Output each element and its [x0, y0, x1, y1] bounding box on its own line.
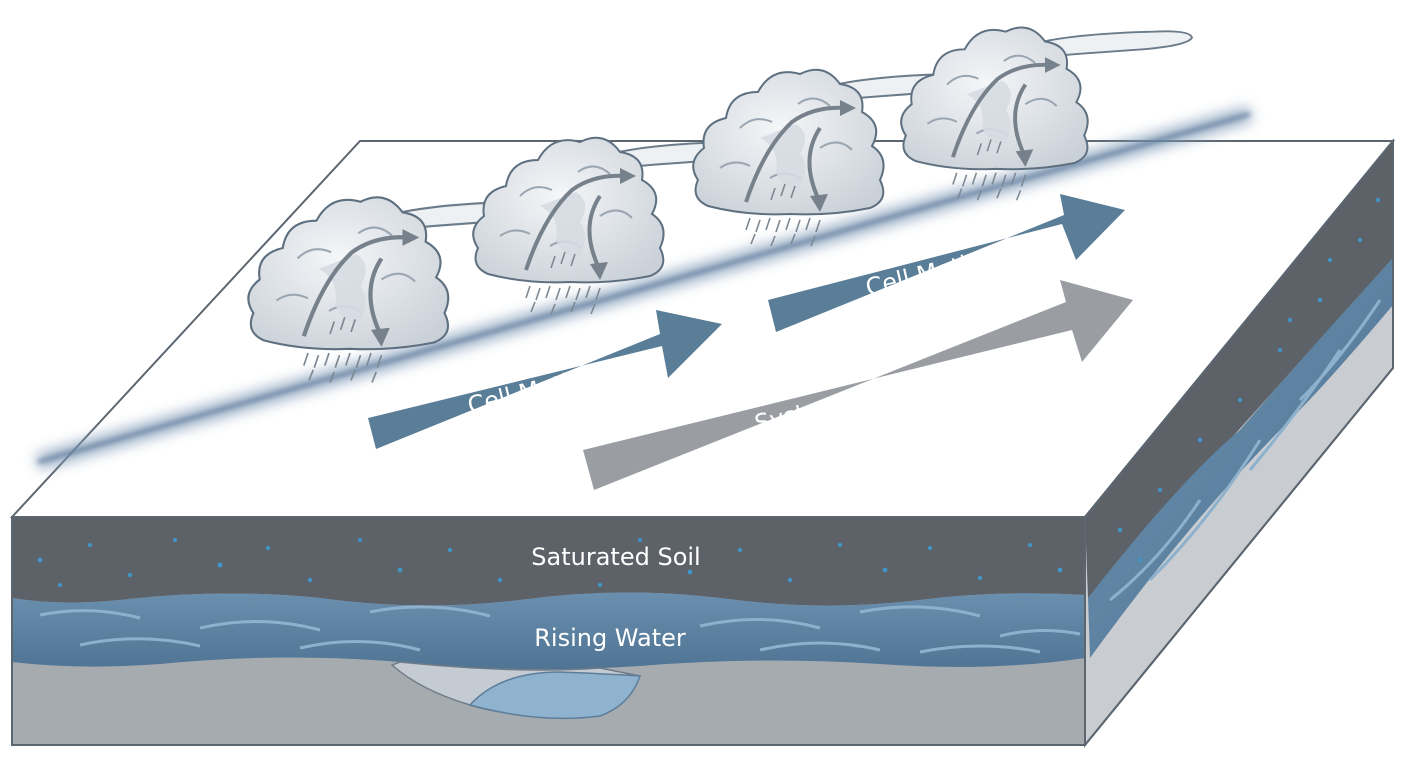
- system-motion-arrow: [583, 280, 1133, 490]
- frontal-boundary-line: [36, 107, 1252, 469]
- soil-water-specks: [37, 538, 1063, 587]
- saturated-soil-label: Saturated Soil: [531, 543, 700, 571]
- block-side-face: [1084, 138, 1394, 748]
- rising-water-label: Rising Water: [534, 624, 686, 652]
- cell-motion-arrow-lower: [368, 310, 722, 449]
- cell-motion-arrow-upper: [768, 194, 1125, 332]
- water-ripples: [39, 605, 1081, 654]
- front-cross-section: [11, 516, 1086, 746]
